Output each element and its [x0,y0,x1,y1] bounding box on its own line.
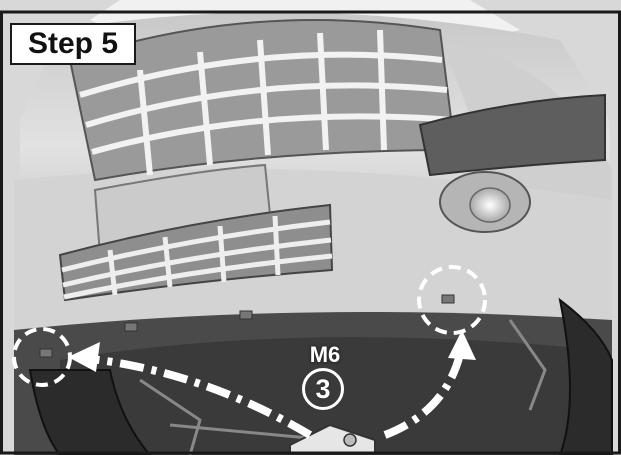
fog-lamp [440,172,530,232]
screw-point-left [40,349,52,357]
screw-point-right [442,295,454,303]
step-label: Step 5 [10,23,136,65]
bolt-quantity-badge: 3 [302,368,344,410]
bolt-size-label: M6 [297,342,353,368]
